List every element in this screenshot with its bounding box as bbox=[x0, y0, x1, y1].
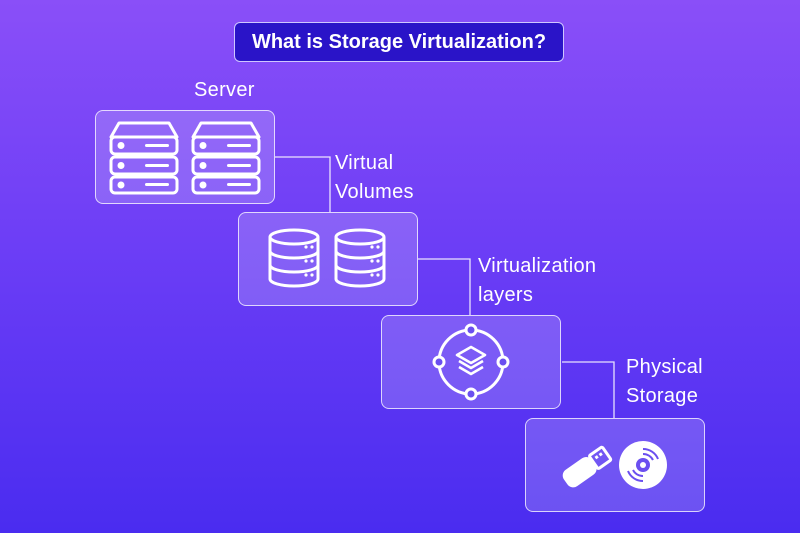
database-icon bbox=[268, 228, 386, 288]
connector-volumes-layers bbox=[418, 258, 471, 315]
usb-drive-icon bbox=[562, 445, 613, 488]
usb-disk-icon bbox=[562, 441, 667, 489]
server-rack-icon bbox=[109, 121, 261, 195]
stage-box-virtual-volumes bbox=[238, 212, 418, 306]
cd-disc-icon bbox=[619, 441, 667, 489]
stage-box-server bbox=[95, 110, 275, 204]
stage-label-server: Server bbox=[194, 79, 255, 101]
connector-server-volumes bbox=[275, 156, 331, 212]
stage-box-virtualization-layers bbox=[381, 315, 561, 409]
layers-network-icon bbox=[432, 323, 510, 401]
stage-label-virtual-volumes: Virtual Volumes bbox=[335, 152, 414, 203]
stage-label-virtualization-layers: Virtualization layers bbox=[478, 255, 597, 306]
stage-label-physical-storage: Physical Storage bbox=[626, 356, 703, 407]
diagram-title: What is Storage Virtualization? bbox=[234, 22, 564, 62]
stage-box-physical-storage bbox=[525, 418, 705, 512]
connector-layers-physical bbox=[562, 361, 615, 418]
